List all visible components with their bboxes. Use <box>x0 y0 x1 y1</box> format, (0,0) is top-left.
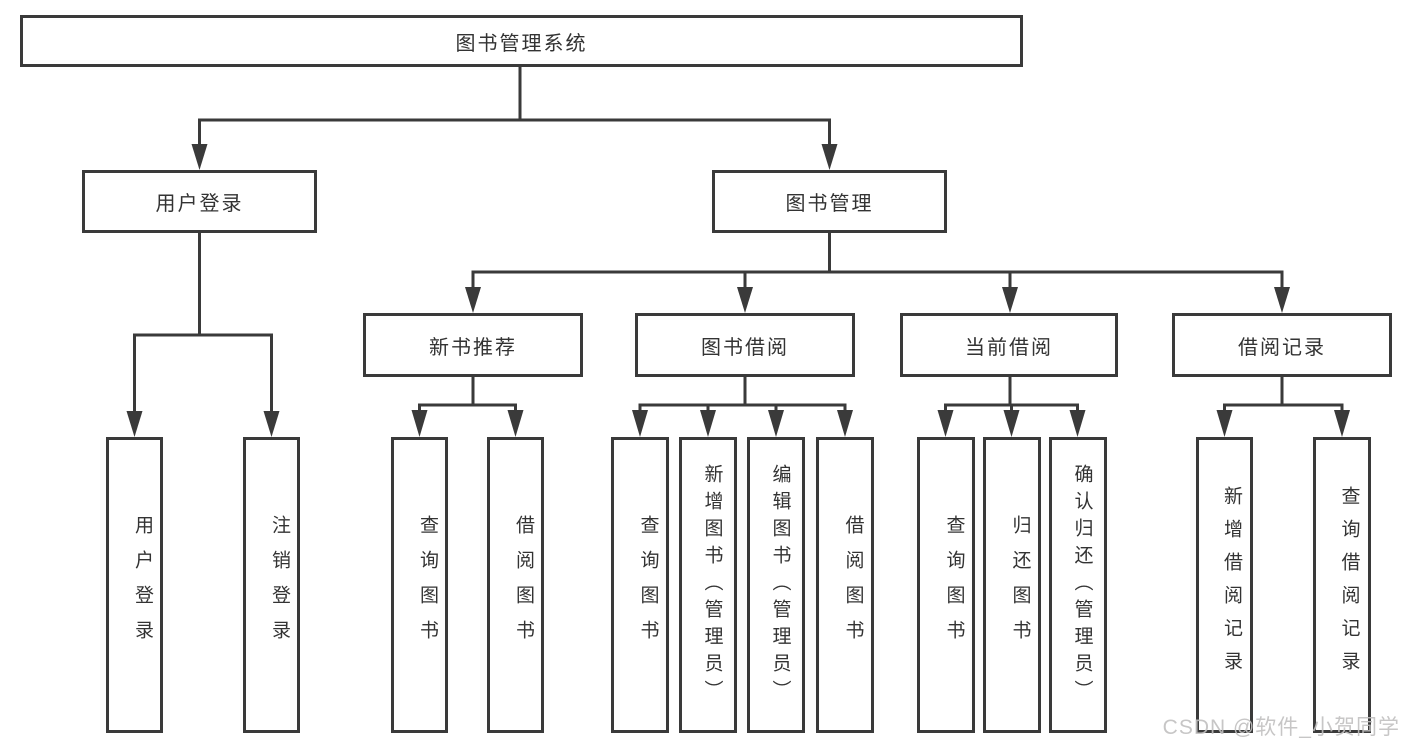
leaf-label: 编辑图书（管理员） <box>769 463 791 707</box>
leaf-label: 确认归还（管理员） <box>1071 463 1093 707</box>
leaf-add-borrow-record: 新增借阅记录 <box>1196 437 1253 733</box>
leaf-label: 新增借阅记录 <box>1221 486 1242 684</box>
leaf-query-books-recommend: 查询图书 <box>391 437 448 733</box>
leaf-label: 查询借阅记录 <box>1338 486 1360 684</box>
node-book-borrowing: 图书借阅 <box>635 313 855 377</box>
node-label: 新书推荐 <box>429 336 517 359</box>
leaf-query-borrow-record: 查询借阅记录 <box>1313 437 1371 733</box>
node-user-login: 用户登录 <box>82 170 317 233</box>
leaf-label: 归还图书 <box>1009 515 1031 655</box>
leaf-return-books: 归还图书 <box>983 437 1041 733</box>
node-borrowing-records: 借阅记录 <box>1172 313 1392 377</box>
node-label: 借阅记录 <box>1238 336 1326 359</box>
node-library-management-system: 图书管理系统 <box>20 15 1023 67</box>
leaf-label: 用户登录 <box>132 515 153 655</box>
leaf-label: 查询图书 <box>943 515 965 655</box>
leaf-user-login: 用户登录 <box>106 437 163 733</box>
leaf-label: 查询图书 <box>417 515 438 655</box>
leaf-label: 注销登录 <box>269 515 290 655</box>
node-book-management: 图书管理 <box>712 170 947 233</box>
leaf-label: 借阅图书 <box>513 515 534 655</box>
leaf-label: 新增图书（管理员） <box>701 463 723 707</box>
node-label: 图书管理系统 <box>455 32 588 55</box>
node-label: 图书借阅 <box>701 336 789 359</box>
leaf-label: 查询图书 <box>637 515 659 655</box>
node-current-borrowing: 当前借阅 <box>900 313 1118 377</box>
leaf-query-books-current: 查询图书 <box>917 437 975 733</box>
leaf-edit-books-admin: 编辑图书（管理员） <box>747 437 805 733</box>
leaf-query-books-borrow: 查询图书 <box>611 437 669 733</box>
leaf-add-books-admin: 新增图书（管理员） <box>679 437 737 733</box>
node-new-book-recommendation: 新书推荐 <box>363 313 583 377</box>
leaf-logout: 注销登录 <box>243 437 300 733</box>
node-label: 图书管理 <box>785 193 874 215</box>
leaf-borrow-books-recommend: 借阅图书 <box>487 437 544 733</box>
leaf-confirm-return-admin: 确认归还（管理员） <box>1049 437 1107 733</box>
node-label: 用户登录 <box>155 193 244 215</box>
leaf-borrow-books: 借阅图书 <box>816 437 874 733</box>
leaf-label: 借阅图书 <box>842 515 864 655</box>
node-label: 当前借阅 <box>965 336 1053 359</box>
